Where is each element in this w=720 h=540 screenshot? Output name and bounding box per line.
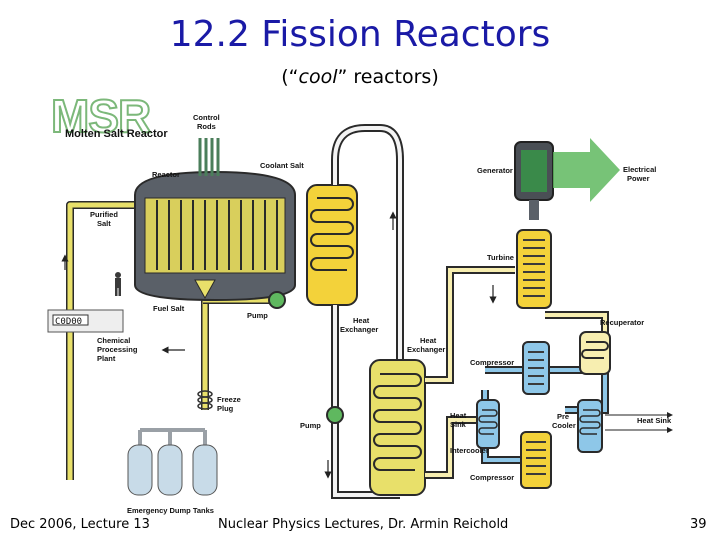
label-heat-sink-2: Heat Sink: [637, 416, 672, 425]
label-control-rods-1: Control: [193, 113, 220, 122]
label-chemical-2: Processing: [97, 345, 138, 354]
page-number: 39: [690, 517, 707, 532]
pump-1: [268, 291, 286, 309]
pre-cooler: [577, 399, 603, 453]
chemical-plant: C0D00: [47, 309, 124, 333]
subtitle-close: ” reactors): [337, 66, 439, 88]
secondary-heat-exchanger: [369, 359, 426, 496]
label-freeze-1: Freeze: [217, 395, 241, 404]
generator: [514, 141, 554, 220]
label-heat-exchanger-2b: Exchanger: [407, 345, 445, 354]
label-chemical-1: Chemical: [97, 336, 130, 345]
heat-sink-arrows: [605, 412, 673, 433]
logo-text: Molten Salt Reactor: [65, 128, 168, 140]
label-coolant-salt: Coolant Salt: [260, 161, 304, 170]
label-fuel-salt: Fuel Salt: [153, 304, 185, 313]
label-compressor-1: Compressor: [470, 358, 514, 367]
primary-heat-exchanger: [306, 184, 358, 306]
label-pre-cooler-1: Pre: [557, 412, 569, 421]
subtitle-open: (“: [281, 66, 299, 88]
label-intercooler: Intercooler: [450, 446, 489, 455]
label-recuperator: Recuperator: [600, 318, 644, 327]
recuperator: [579, 331, 611, 375]
label-control-rods-2: Rods: [197, 122, 216, 131]
label-dump-tanks: Emergency Dump Tanks: [127, 506, 214, 515]
footer-date: Dec 2006, Lecture 13: [10, 517, 150, 532]
person-figure: [115, 272, 121, 296]
label-heat-exchanger-1b: Exchanger: [340, 325, 378, 334]
label-pump-2: Pump: [300, 421, 321, 430]
logo-letters: MSR: [51, 90, 151, 142]
label-heat-exchanger-2a: Heat: [420, 336, 437, 345]
msr-diagram: MSR Molten Salt Reactor C0D00: [47, 89, 673, 515]
label-purified-2: Salt: [97, 219, 111, 228]
label-pump-1: Pump: [247, 311, 268, 320]
label-pre-cooler-2: Cooler: [552, 421, 576, 430]
pump-2: [326, 406, 344, 424]
turbine: [516, 229, 552, 309]
slide-subtitle: (“cool” reactors): [0, 66, 720, 88]
label-heat-sink-1b: Sink: [450, 420, 467, 429]
label-heat-sink-1a: Heat: [450, 411, 467, 420]
msr-logo: MSR Molten Salt Reactor: [50, 89, 168, 143]
slide-title: 12.2 Fission Reactors: [169, 14, 551, 55]
electrical-power-arrow: [553, 138, 620, 202]
label-generator: Generator: [477, 166, 513, 175]
dump-tanks: [127, 444, 218, 496]
control-rods: [198, 138, 220, 176]
footer-course: Nuclear Physics Lectures, Dr. Armin Reic…: [218, 517, 509, 532]
freeze-plug: [197, 390, 213, 410]
label-compressor-2: Compressor: [470, 473, 514, 482]
heat-sink-1: [476, 399, 500, 449]
flow-arrows: [61, 211, 497, 479]
label-purified-1: Purified: [90, 210, 118, 219]
compressor-2: [520, 431, 552, 489]
reactor-vessel: [134, 170, 296, 302]
label-heat-exchanger-1a: Heat: [353, 316, 370, 325]
label-chemical-3: Plant: [97, 354, 116, 363]
compressor-1: [522, 341, 550, 395]
label-electrical-1: Electrical: [623, 165, 656, 174]
label-electrical-2: Power: [627, 174, 650, 183]
svg-text:C0D00: C0D00: [55, 317, 82, 327]
label-reactor: Reactor: [152, 170, 180, 179]
label-freeze-2: Plug: [217, 404, 234, 413]
label-turbine: Turbine: [487, 253, 514, 262]
subtitle-emphasis: cool: [298, 66, 338, 88]
